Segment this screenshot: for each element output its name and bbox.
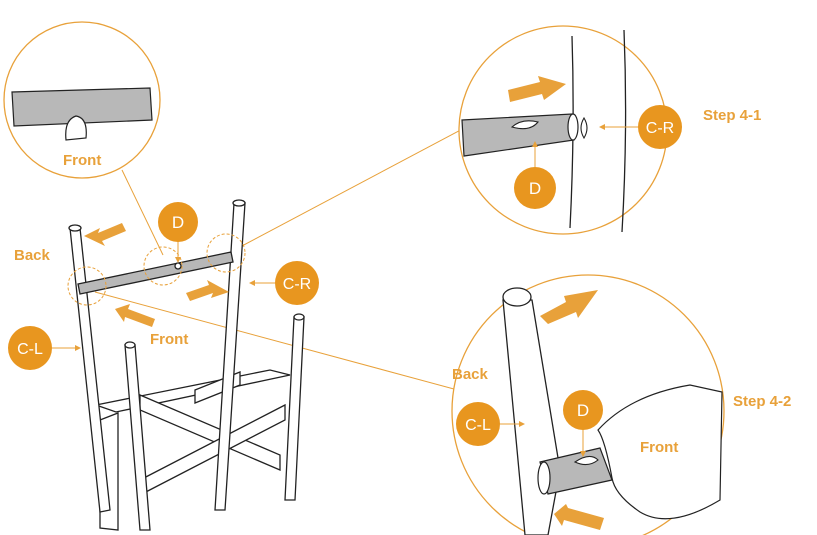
badge-cl-detail2-text: C-L	[465, 417, 491, 434]
front-label: Front	[150, 331, 188, 348]
detail-step-4-2: D C-L	[451, 274, 725, 535]
inset-front-detail: Front	[3, 21, 161, 179]
detail-4-2-leg-cap	[502, 287, 532, 307]
badge-d-detail2	[563, 390, 603, 430]
badge-cr-detail1	[638, 105, 682, 149]
badge-cl-main: C-L	[8, 326, 81, 370]
main-arrows	[84, 223, 229, 327]
detail-4-1-leg-edge-2	[621, 29, 627, 233]
badge-cr-main: C-R	[249, 261, 319, 305]
badge-d-main: D	[158, 202, 198, 263]
badge-d-detail1-text: D	[529, 179, 541, 198]
step-4-1-label: Step 4-1	[703, 107, 761, 124]
guide-lines	[94, 124, 471, 393]
highlight-left-joint	[67, 266, 107, 306]
guide-line-step-4-2	[94, 291, 466, 393]
highlight-right-joint	[206, 233, 246, 273]
detail-4-2-arrow-top	[540, 290, 598, 324]
detail-4-2-hole	[573, 455, 599, 466]
leg-back-right	[214, 202, 246, 511]
back-label: Back	[14, 247, 51, 264]
detail-4-1-pin	[580, 116, 588, 140]
detail-back-label: Back	[452, 366, 489, 383]
badge-d-detail1	[514, 167, 556, 209]
detail-4-2-tube-end	[537, 461, 551, 495]
badge-d-detail2-text: D	[577, 401, 589, 420]
guide-line-inset-front	[121, 169, 164, 256]
badge-d-main-text: D	[172, 213, 184, 232]
chair-frame	[68, 199, 305, 531]
leg-front-right-cap	[293, 313, 305, 321]
rear-crossbar	[93, 369, 291, 413]
inset-tube	[11, 87, 153, 127]
leg-back-right-cap	[232, 199, 246, 207]
inset-front-label: Front	[63, 152, 101, 169]
arrow-cr	[186, 280, 229, 301]
guide-line-step-4-1	[239, 124, 471, 248]
arrow-back	[84, 223, 126, 246]
step-4-2-label: Step 4-2	[733, 393, 791, 410]
rail-hole	[174, 262, 182, 270]
detail-4-2-hand	[597, 384, 723, 520]
arrow-front	[115, 304, 155, 327]
highlight-center	[143, 246, 183, 286]
badge-cr-main-text: C-R	[283, 276, 311, 293]
highlight-circles	[67, 233, 246, 306]
detail-4-2-arrow-bottom	[554, 504, 604, 530]
leg-back-left-cap	[68, 224, 82, 232]
detail-front-label: Front	[640, 439, 678, 456]
detail-4-1-tube-end	[567, 113, 579, 141]
detail-4-1-arrow	[508, 76, 566, 102]
inset-hole	[65, 115, 87, 141]
leg-front-left-cap	[124, 341, 136, 349]
detail-step-4-1: D C-R	[458, 25, 682, 235]
badge-cl-main-text: C-L	[17, 341, 43, 358]
detail-4-1-hole	[510, 120, 539, 130]
leg-front-left	[124, 344, 151, 531]
badge-cr-detail1-text: C-R	[646, 120, 674, 137]
badge-cl-detail2	[456, 402, 500, 446]
